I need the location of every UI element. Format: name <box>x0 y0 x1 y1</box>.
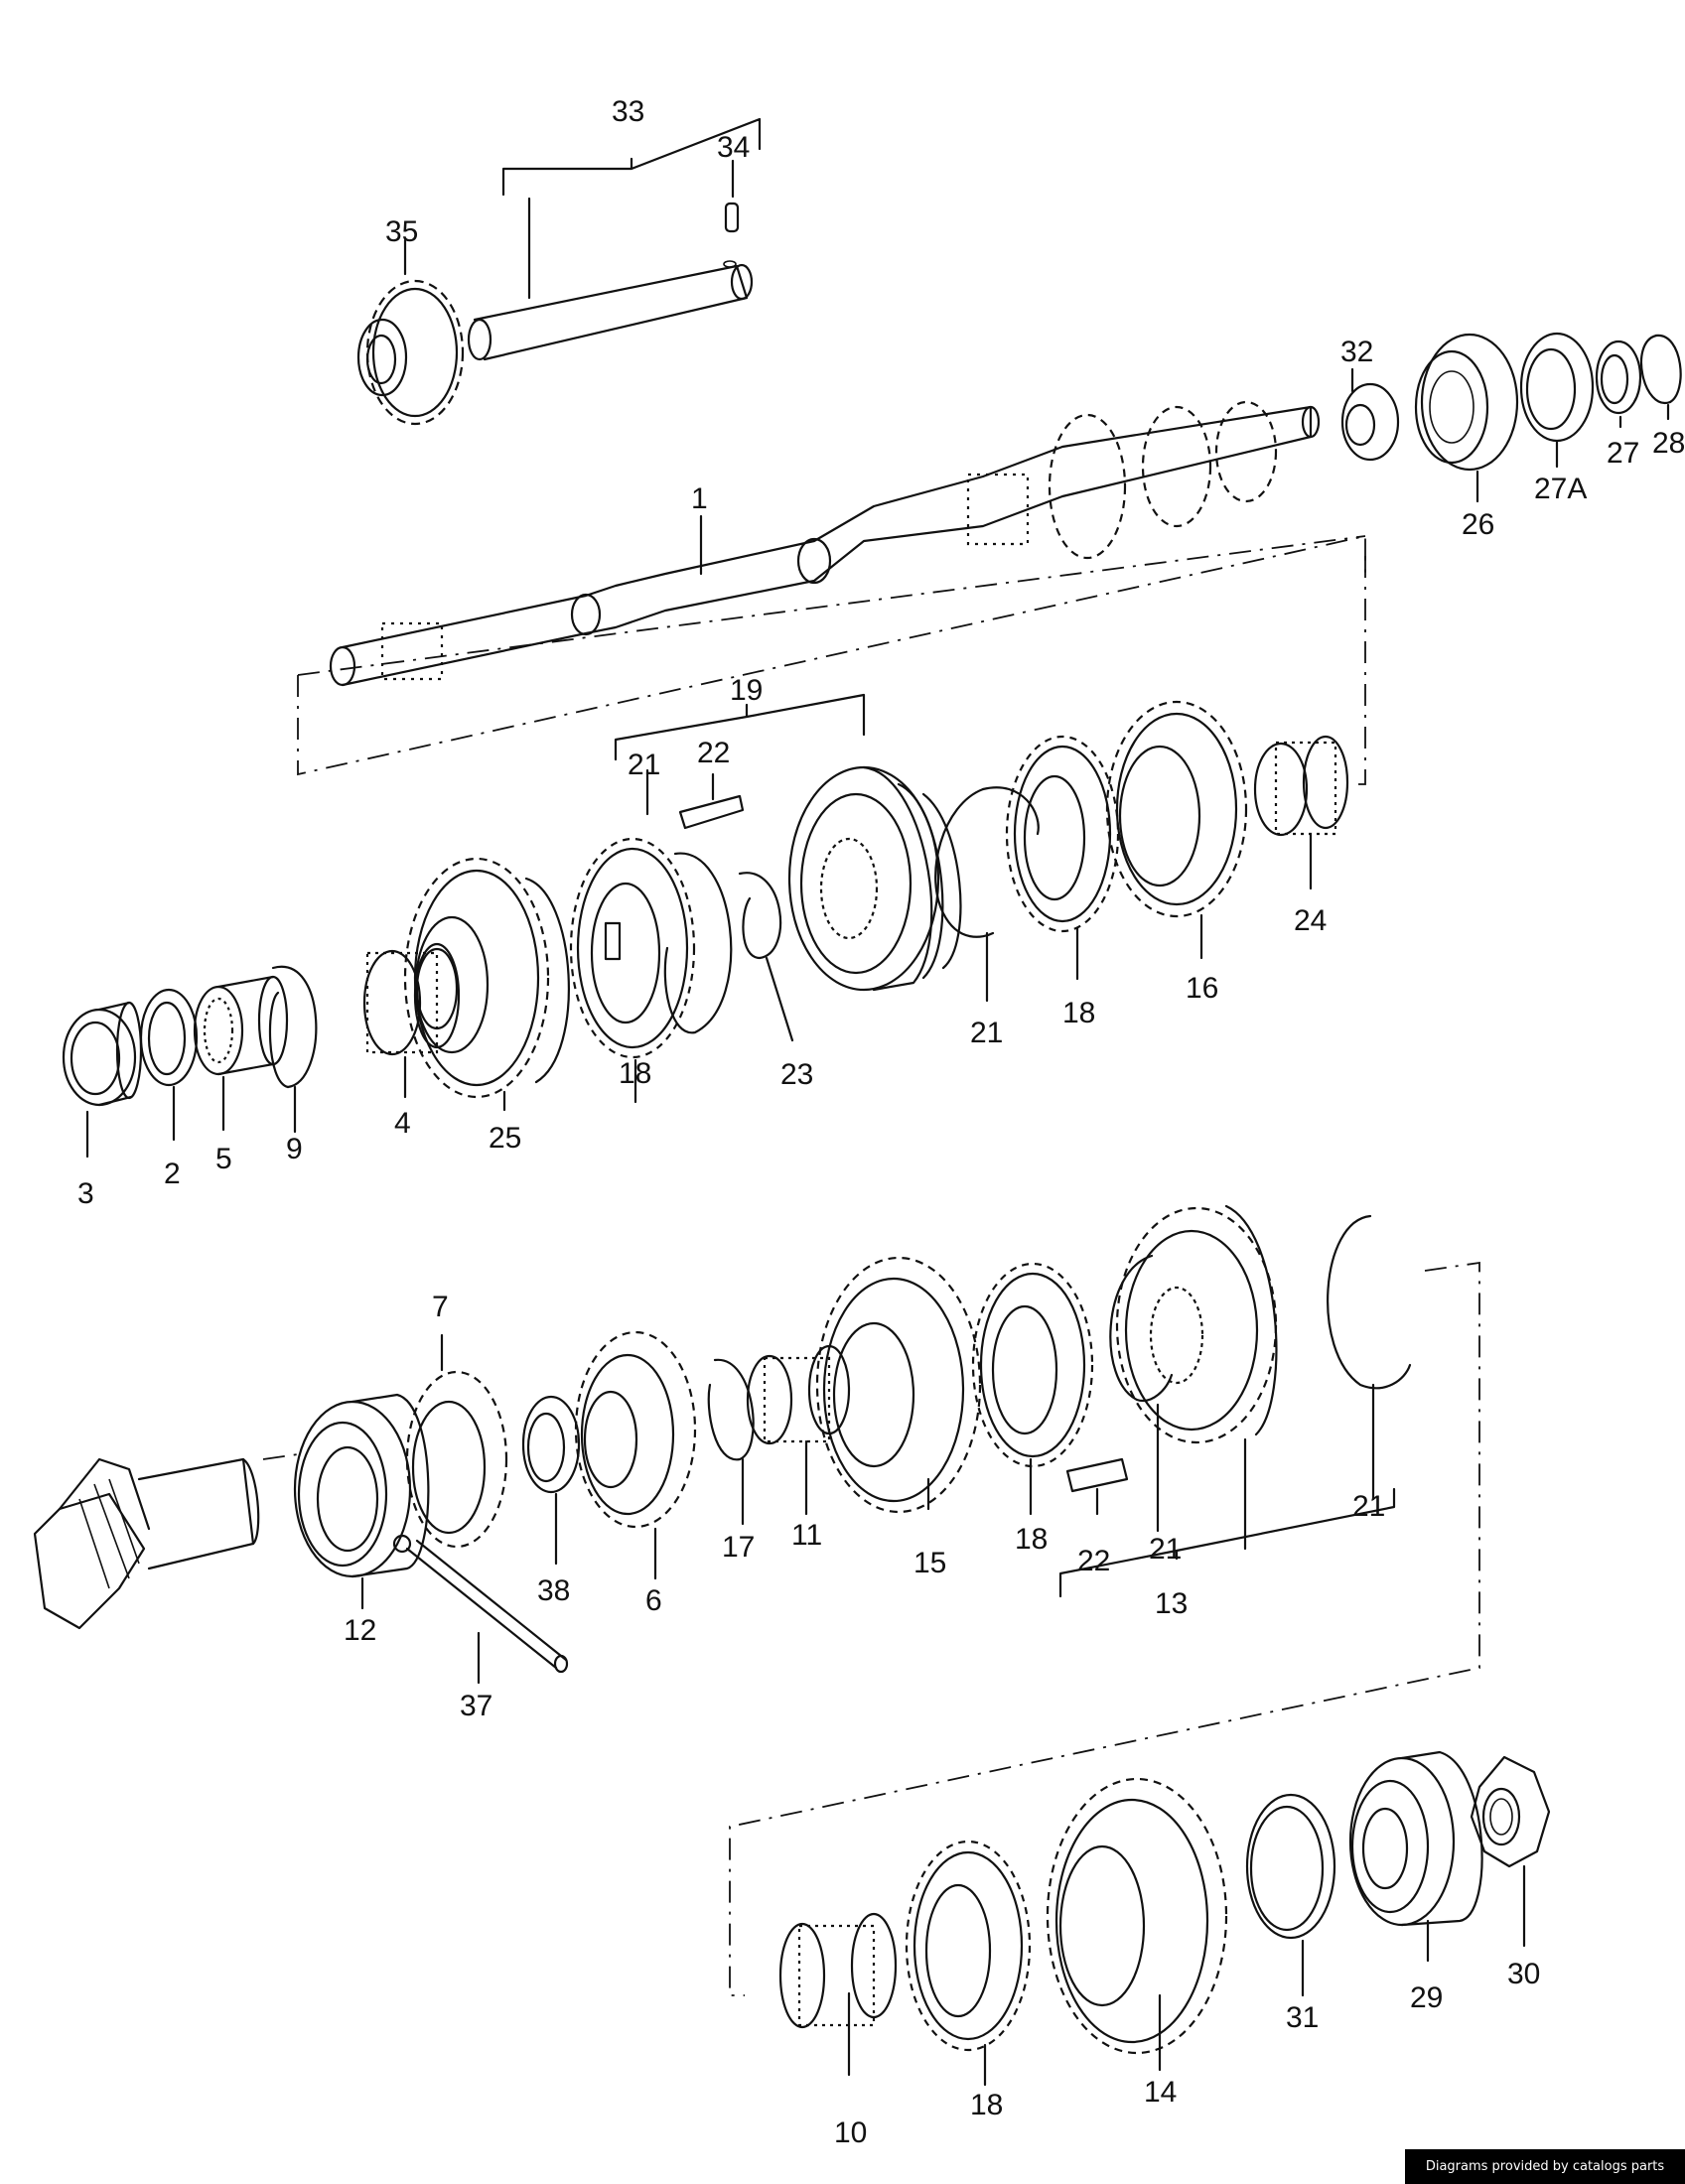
leader-lines <box>85 367 1670 2087</box>
label-23: 23 <box>780 1058 813 1091</box>
needle-bearing-24 <box>1253 735 1349 837</box>
label-34: 34 <box>717 131 750 164</box>
label-30: 30 <box>1507 1958 1540 1990</box>
needle-bearing-4 <box>362 942 461 1056</box>
label-14: 14 <box>1144 2076 1177 2109</box>
label-25: 25 <box>489 1122 521 1155</box>
label-21-d: 21 <box>1352 1490 1385 1523</box>
circlip-9 <box>268 965 318 1089</box>
needle-bearing-10 <box>778 1912 898 2029</box>
gear-35 <box>356 279 465 426</box>
label-12: 12 <box>344 1614 376 1647</box>
bearing-29 <box>1348 1750 1483 1927</box>
key-22-b <box>1065 1457 1129 1493</box>
circlip-23 <box>738 872 782 960</box>
bearing-12 <box>293 1393 430 1578</box>
pin-34 <box>724 202 740 233</box>
bearing-race-3 <box>62 1001 143 1107</box>
ring-38 <box>521 1395 581 1494</box>
pinion-shaft-12 <box>33 1457 260 1630</box>
label-21-b: 21 <box>970 1017 1003 1049</box>
synchro-ring-18-c <box>971 1262 1094 1468</box>
label-18-d: 18 <box>970 2089 1003 2121</box>
key-22-a <box>678 794 745 830</box>
circlip-21-b <box>934 786 1040 938</box>
bearing-32 <box>1340 382 1400 462</box>
gear-16 <box>1105 700 1248 918</box>
ring-31 <box>1245 1793 1336 1940</box>
label-15: 15 <box>913 1547 946 1579</box>
synchro-hub-19 <box>787 765 962 992</box>
label-2: 2 <box>164 1158 181 1190</box>
nut-30 <box>1470 1755 1551 1868</box>
label-35: 35 <box>385 215 418 248</box>
label-21-a: 21 <box>628 749 660 781</box>
circlip-21-d <box>1327 1214 1412 1390</box>
label-18-c: 18 <box>1015 1523 1048 1556</box>
label-18-a: 18 <box>619 1057 651 1090</box>
synchro-hub-13 <box>1115 1204 1278 1444</box>
label-6: 6 <box>645 1584 662 1617</box>
label-10: 10 <box>834 2116 867 2149</box>
main-shaft-1 <box>329 400 1321 687</box>
shaft-33-assembly <box>356 117 762 426</box>
label-1: 1 <box>691 482 708 515</box>
label-5: 5 <box>215 1143 232 1175</box>
label-29: 29 <box>1410 1981 1443 2014</box>
label-21-c: 21 <box>1149 1533 1182 1566</box>
label-3: 3 <box>77 1177 94 1210</box>
label-7: 7 <box>432 1291 449 1323</box>
circlip-17 <box>707 1358 755 1461</box>
label-22-b: 22 <box>1077 1545 1110 1577</box>
label-17: 17 <box>722 1531 755 1564</box>
ring-2 <box>139 988 199 1087</box>
label-22-a: 22 <box>697 737 730 769</box>
circlip-28 <box>1640 334 1682 405</box>
part-labels: 33 34 35 32 1 26 27A 27 28 19 21 22 24 1… <box>77 95 1685 2149</box>
ring-27A <box>1519 332 1595 443</box>
bearing-26 <box>1414 333 1519 472</box>
synchro-ring-18-a <box>569 837 696 1059</box>
label-32: 32 <box>1340 336 1373 368</box>
gear-15 <box>815 1256 982 1514</box>
label-13: 13 <box>1155 1587 1188 1620</box>
label-26: 26 <box>1462 508 1494 541</box>
shaft-33 <box>467 260 754 361</box>
credit-banner: Diagrams provided by catalogs parts <box>1405 2149 1685 2184</box>
label-37: 37 <box>460 1690 492 1722</box>
label-33: 33 <box>612 95 644 128</box>
bearing-7 <box>405 1370 508 1549</box>
label-38: 38 <box>537 1574 570 1607</box>
label-4: 4 <box>394 1107 411 1140</box>
label-18-b: 18 <box>1062 997 1095 1029</box>
label-24: 24 <box>1294 904 1327 937</box>
label-9: 9 <box>286 1133 303 1165</box>
gear-6 <box>574 1330 697 1529</box>
label-19: 19 <box>730 674 763 707</box>
shift-rod-37 <box>392 1534 569 1674</box>
synchro-ring-18-d <box>905 1840 1032 2052</box>
label-27: 27 <box>1607 437 1639 470</box>
gear-14 <box>1046 1777 1228 2055</box>
needle-bearing-5 <box>193 975 289 1076</box>
ring-27 <box>1595 340 1642 415</box>
gear-25 <box>403 857 570 1099</box>
circlip-21-c <box>1109 1254 1174 1403</box>
label-28: 28 <box>1652 427 1685 460</box>
synchro-ring-18-b <box>1005 735 1120 933</box>
label-27A: 27A <box>1534 473 1587 505</box>
label-16: 16 <box>1186 972 1218 1005</box>
label-31: 31 <box>1286 2001 1319 2034</box>
circlip-21-a <box>663 852 733 1034</box>
label-11: 11 <box>791 1519 822 1552</box>
